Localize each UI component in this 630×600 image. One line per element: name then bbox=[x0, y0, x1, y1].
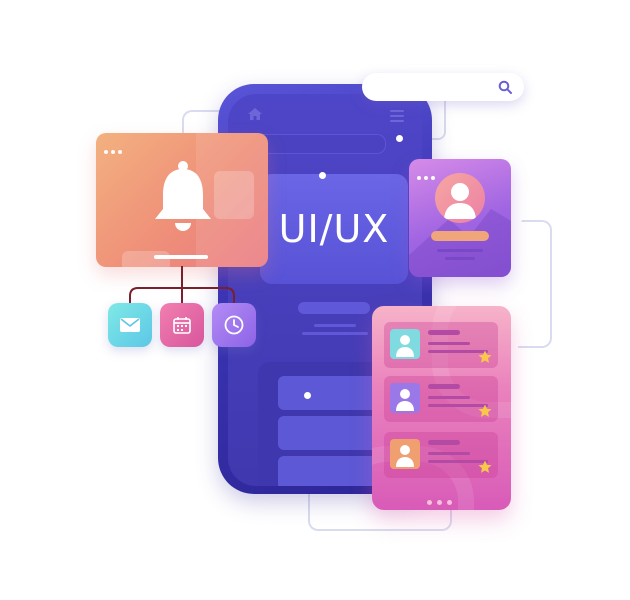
text-placeholder-line bbox=[302, 332, 368, 335]
contact-list-item[interactable] bbox=[384, 432, 498, 478]
pagination-dots[interactable] bbox=[427, 492, 457, 510]
hero-text: UI/UX bbox=[278, 207, 390, 251]
mountain-decoration bbox=[409, 209, 511, 277]
search-icon[interactable] bbox=[498, 80, 512, 94]
search-input[interactable] bbox=[362, 73, 524, 101]
connector-tree bbox=[129, 266, 235, 306]
user-icon bbox=[390, 383, 420, 413]
profile-name-bar bbox=[431, 231, 489, 241]
bell-icon bbox=[155, 161, 211, 231]
contacts-card bbox=[372, 306, 511, 510]
text-placeholder-line bbox=[428, 396, 470, 399]
mail-button[interactable] bbox=[108, 303, 152, 347]
text-placeholder-line bbox=[428, 350, 488, 353]
contact-list-item[interactable] bbox=[384, 376, 498, 422]
hamburger-menu-icon[interactable] bbox=[390, 110, 404, 122]
star-icon[interactable] bbox=[478, 460, 492, 474]
profile-card[interactable] bbox=[409, 159, 511, 277]
star-icon[interactable] bbox=[478, 350, 492, 364]
connector-dot bbox=[304, 392, 311, 399]
glass-panel bbox=[122, 251, 170, 267]
text-placeholder-line bbox=[428, 440, 460, 445]
envelope-icon bbox=[120, 318, 140, 332]
user-avatar-icon bbox=[435, 173, 485, 223]
window-dots bbox=[417, 167, 438, 185]
connector-dot bbox=[515, 216, 522, 223]
glass-panel bbox=[214, 171, 254, 219]
clock-button[interactable] bbox=[212, 303, 256, 347]
user-icon bbox=[390, 329, 420, 359]
text-placeholder-line bbox=[428, 460, 488, 463]
window-dots bbox=[104, 141, 125, 159]
phone-search-bar[interactable] bbox=[248, 134, 386, 154]
connector-line bbox=[518, 220, 552, 348]
text-placeholder-line bbox=[428, 452, 470, 455]
text-placeholder-line bbox=[428, 330, 460, 335]
text-placeholder-line bbox=[428, 342, 470, 345]
clock-icon bbox=[224, 315, 244, 335]
text-placeholder-line bbox=[154, 255, 208, 259]
text-placeholder-line bbox=[428, 404, 488, 407]
home-icon[interactable] bbox=[248, 108, 262, 120]
phone-button[interactable] bbox=[298, 302, 370, 314]
calendar-button[interactable] bbox=[160, 303, 204, 347]
connector-dot bbox=[396, 135, 403, 142]
text-placeholder-line bbox=[445, 257, 475, 260]
star-icon[interactable] bbox=[478, 404, 492, 418]
text-placeholder-line bbox=[314, 324, 356, 327]
contact-list-item[interactable] bbox=[384, 322, 498, 368]
calendar-icon bbox=[173, 317, 191, 334]
glass-panel bbox=[196, 133, 268, 267]
connector-dot bbox=[319, 172, 326, 179]
text-placeholder-line bbox=[428, 384, 460, 389]
notification-card[interactable] bbox=[96, 133, 268, 267]
text-placeholder-line bbox=[437, 249, 483, 252]
hero-banner: UI/UX bbox=[260, 174, 408, 284]
user-icon bbox=[390, 439, 420, 469]
